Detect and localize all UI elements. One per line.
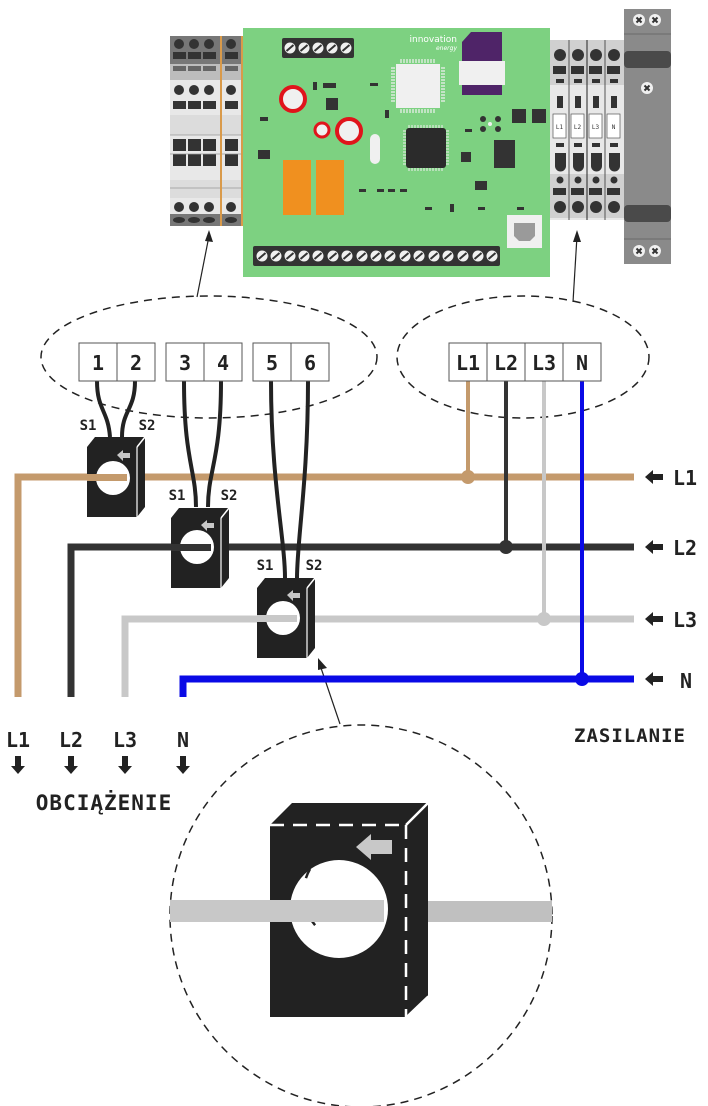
ct-s1-label: S1	[169, 488, 186, 504]
ct-terminal-strip: 1 2 3 4 5 6	[78, 342, 330, 382]
ct-terminal-label: 5	[266, 351, 278, 375]
ct-s2-label: S2	[221, 488, 238, 504]
left-din-terminal-block	[170, 36, 243, 226]
supply-caption: ZASILANIE	[574, 725, 686, 747]
arrow-down-icon	[176, 756, 190, 774]
supply-label-L2: L2	[673, 536, 697, 560]
ct-s1-label: S1	[80, 418, 97, 434]
line-L3	[121, 381, 634, 697]
line-N	[179, 381, 634, 697]
ct-terminal-label: 6	[304, 351, 316, 375]
load-label-L1: L1	[6, 728, 30, 752]
arrow-down-icon	[64, 756, 78, 774]
supply-labels: L1 L2 L3 N ZASILANIE	[574, 466, 697, 747]
line-L1	[14, 381, 634, 697]
bottom-screw-terminal	[253, 246, 500, 266]
power-supply-module	[624, 9, 671, 264]
arrow-left-icon	[645, 612, 663, 626]
direction-arrow-icon	[356, 834, 392, 860]
load-caption: OBCIĄŻENIE	[36, 790, 172, 815]
din-terminal-labels: L1 L2 L3 N	[552, 113, 621, 139]
conductor	[170, 900, 384, 922]
current-transformer-2: S1 S2	[169, 488, 238, 588]
din-label: L1	[556, 124, 564, 131]
arrow-left-icon	[645, 672, 663, 686]
load-label-L2: L2	[59, 728, 83, 752]
power-terminals-callout	[396, 295, 650, 419]
din-label: N	[612, 124, 616, 131]
right-din-terminal-block: L1 L2 L3 N	[550, 40, 624, 220]
capacitors	[279, 85, 363, 145]
power-terminal-label: L3	[532, 351, 556, 375]
sim-card	[459, 32, 505, 95]
supply-label-L3: L3	[673, 608, 697, 632]
dark-chip	[403, 125, 449, 171]
ct-terminals-callout	[40, 295, 378, 419]
top-screw-terminal	[282, 38, 354, 58]
power-terminal-label: N	[576, 351, 588, 375]
ct-s2-label: S2	[139, 418, 156, 434]
arrow-down-icon	[11, 756, 25, 774]
leader-arrow-left	[196, 230, 213, 298]
ct-s2-label: S2	[306, 558, 323, 574]
ct-wires	[95, 380, 310, 579]
load-label-N: N	[177, 728, 189, 752]
leader-arrow-detail	[318, 658, 341, 725]
arrow-left-icon	[645, 470, 663, 484]
ct-terminal-label: 3	[179, 351, 191, 375]
arrow-down-icon	[118, 756, 132, 774]
power-terminal-label: L1	[456, 351, 480, 375]
pcb-board: innovation energy	[243, 28, 550, 277]
crystal	[370, 134, 380, 164]
usb-port	[507, 215, 542, 248]
power-terminal-strip: L1 L2 L3 N	[448, 342, 602, 382]
ct-terminal-label: 4	[217, 351, 229, 375]
load-labels: L1 L2 L3 N OBCIĄŻENIE	[6, 728, 190, 815]
din-label: L3	[592, 124, 600, 131]
ct-detail-enlarged	[170, 802, 552, 1018]
din-label: L2	[574, 124, 582, 131]
ct-s1-label: S1	[257, 558, 274, 574]
brand-logo-subtext: energy	[436, 45, 457, 52]
ct-terminal-label: 2	[130, 351, 142, 375]
smd-components	[258, 82, 546, 212]
current-transformer-1: S1 S2	[80, 418, 156, 517]
brand-logo-text: innovation	[410, 35, 458, 45]
supply-label-N: N	[680, 669, 692, 693]
load-label-L3: L3	[113, 728, 137, 752]
relays	[283, 160, 344, 215]
arrow-left-icon	[645, 540, 663, 554]
leader-arrow-right	[572, 230, 581, 303]
mcu-chip	[391, 59, 445, 113]
power-terminal-label: L2	[494, 351, 518, 375]
ct-terminal-label: 1	[92, 351, 104, 375]
current-transformer-3: S1 S2	[257, 558, 323, 658]
supply-label-L1: L1	[673, 466, 697, 490]
line-L2	[67, 381, 634, 697]
